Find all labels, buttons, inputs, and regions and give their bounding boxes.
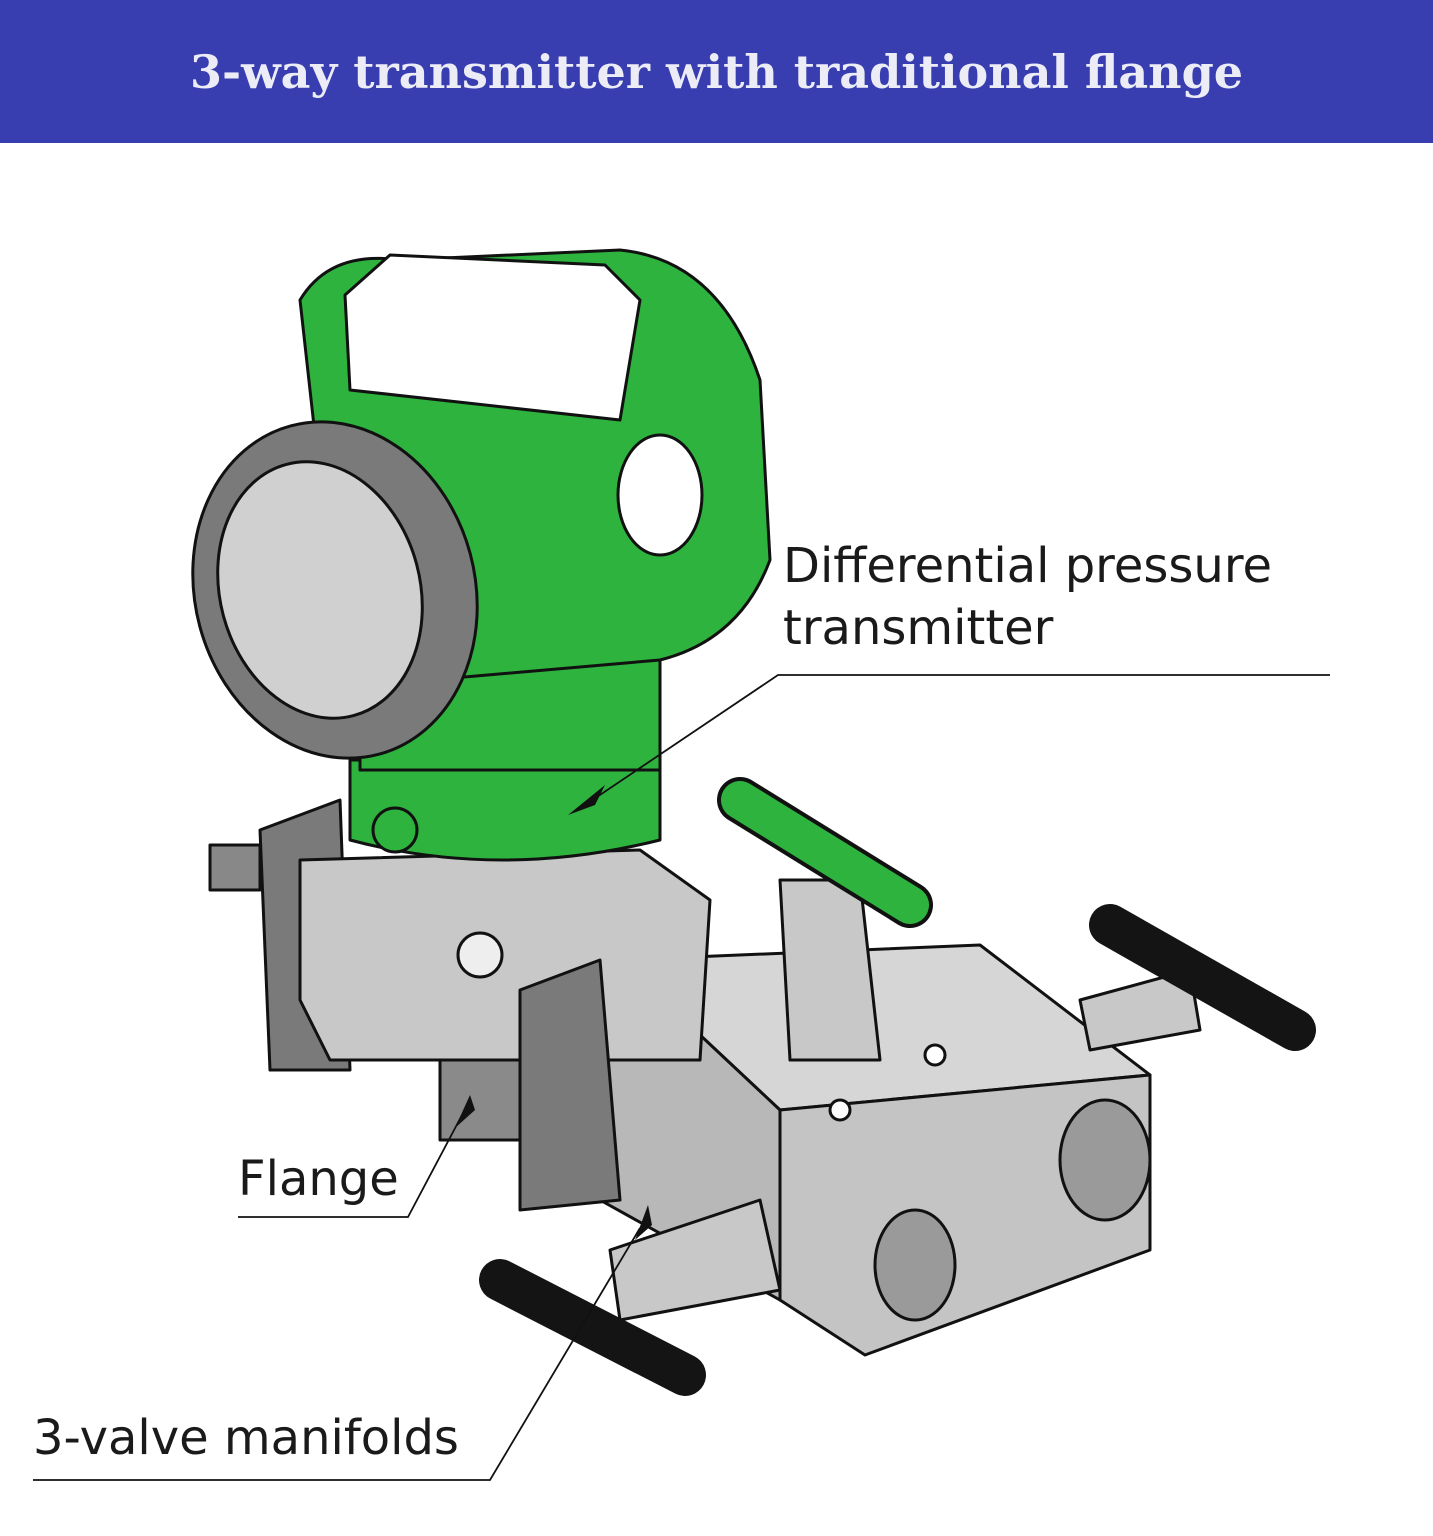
transmitter-leader-line [584, 674, 1330, 806]
page-title: 3-way transmitter with traditional flang… [189, 44, 1243, 99]
transmitter-label-line1: Differential pressure [783, 538, 1273, 594]
manifold-arrow-icon [635, 1205, 652, 1240]
transmitter-label-line2: transmitter [783, 600, 1054, 657]
flange-arrow-icon [455, 1095, 475, 1128]
manifold-leader-line [33, 1227, 641, 1481]
flange-label: Flange [238, 1151, 399, 1207]
valve-handles [479, 777, 1316, 1396]
title-banner: 3-way transmitter with traditional flang… [0, 0, 1433, 143]
manifold-label: 3-valve manifolds [33, 1410, 459, 1466]
transmitter-label: Differential pressure transmitter [783, 535, 1272, 660]
transmitter-housing [191, 248, 772, 862]
transmitter-arrow-icon [568, 785, 605, 815]
flange [208, 798, 712, 1212]
flange-leader-line [238, 1114, 463, 1218]
manifold-block [598, 943, 1152, 1357]
